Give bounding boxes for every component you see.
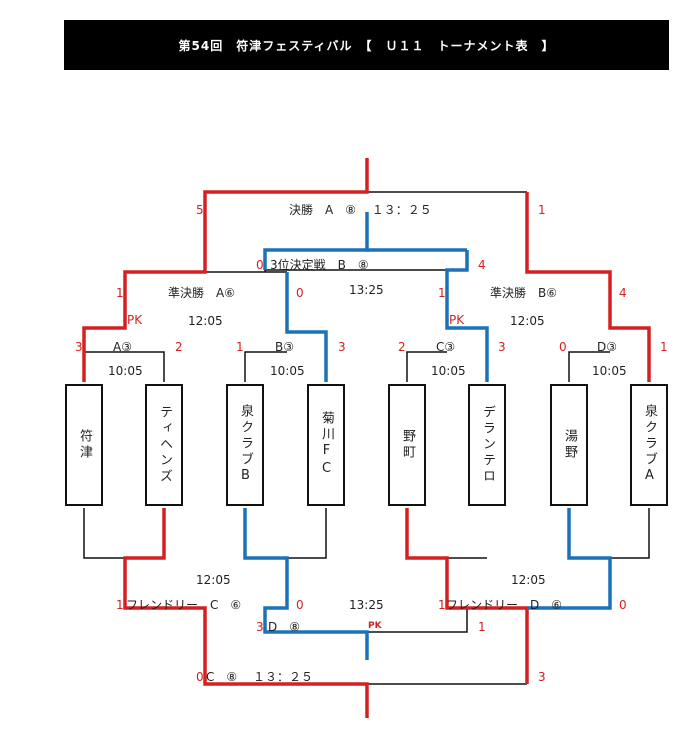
team-name: ティヘンズ (157, 405, 172, 485)
team-box-4: 菊川FC (307, 384, 345, 506)
bracket-lines-blue (243, 212, 612, 660)
friendly-left-label: フレンドリー C ⑥ (126, 598, 242, 612)
pk-mark-bottom-mid: PK (368, 621, 382, 631)
score-semi-a-left: 1 (116, 286, 124, 300)
team-box-3: 泉クラブB (226, 384, 264, 506)
quarter-3-label: C③ (436, 340, 456, 354)
score-q4-right: 1 (660, 340, 668, 354)
team-name: デランテロ (480, 405, 495, 485)
final-label: 決勝 A ⑧ １３：２５ (289, 203, 432, 217)
score-semi-b-right: 4 (619, 286, 627, 300)
quarter-1-label: A③ (113, 340, 132, 354)
score-semi-b-left: 1 (438, 286, 446, 300)
score-bottom-c-left: 0 (196, 670, 204, 684)
quarter-4-time: 10:05 (592, 364, 627, 378)
team-name: 符津 (77, 429, 92, 461)
team-box-5: 野町 (388, 384, 426, 506)
score-final-right: 1 (538, 203, 546, 217)
semi-right-time: 12:05 (510, 314, 545, 328)
team-box-7: 湯野 (550, 384, 588, 506)
team-box-2: ティヘンズ (145, 384, 183, 506)
semi-left-time: 12:05 (188, 314, 223, 328)
third-place-label: 3位決定戦 B ⑧ (270, 258, 369, 272)
third-place-time: 13:25 (349, 283, 384, 297)
friendly-right-time: 12:05 (511, 573, 546, 587)
team-box-1: 符津 (65, 384, 103, 506)
page-title: 第54回 符津フェスティバル 【 Ｕ１１ トーナメント表 】 (64, 20, 669, 70)
bottom-final-label: C ⑧ １３：２５ (206, 670, 313, 684)
score-q3-right: 3 (498, 340, 506, 354)
quarter-3-time: 10:05 (431, 364, 466, 378)
quarter-4-label: D③ (597, 340, 617, 354)
score-friendly-d-left: 1 (438, 598, 446, 612)
score-final-left: 5 (196, 203, 204, 217)
score-friendly-c-right: 0 (296, 598, 304, 612)
team-name: 湯野 (562, 429, 577, 461)
friendly-right-label: フレンドリー D ⑥ (446, 598, 562, 612)
quarter-1-time: 10:05 (108, 364, 143, 378)
quarter-2-time: 10:05 (270, 364, 305, 378)
team-name: 菊川FC (319, 411, 334, 479)
score-q2-left: 1 (236, 340, 244, 354)
quarter-2-label: B③ (275, 340, 294, 354)
friendly-left-time: 12:05 (196, 573, 231, 587)
score-bottom-d-right: 1 (478, 620, 486, 634)
score-bottom-d-left: 3 (256, 620, 264, 634)
semi-right-label: 準決勝 B⑥ (490, 286, 557, 300)
score-friendly-c-left: 1 (116, 598, 124, 612)
team-name: 泉クラブA (642, 404, 657, 486)
score-third-left: 0 (256, 258, 264, 272)
score-friendly-d-right: 0 (619, 598, 627, 612)
score-bottom-c-right: 3 (538, 670, 546, 684)
score-semi-a-right: 0 (296, 286, 304, 300)
pk-mark-semi-right: PK (449, 313, 465, 327)
bottom-mid-time: 13:25 (349, 598, 384, 612)
score-q2-right: 3 (338, 340, 346, 354)
semi-left-label: 準決勝 A⑥ (168, 286, 235, 300)
score-q4-left: 0 (559, 340, 567, 354)
score-q1-left: 3 (75, 340, 83, 354)
team-name: 泉クラブB (238, 404, 253, 486)
team-box-8: 泉クラブA (630, 384, 668, 506)
bottom-mid-label: D ⑧ (268, 620, 300, 634)
pk-mark-semi-left: PK (127, 313, 143, 327)
team-name: 野町 (400, 429, 415, 461)
team-box-6: デランテロ (468, 384, 506, 506)
bracket-lines-red (82, 158, 651, 718)
score-q3-left: 2 (398, 340, 406, 354)
score-q1-right: 2 (175, 340, 183, 354)
score-third-right: 4 (478, 258, 486, 272)
